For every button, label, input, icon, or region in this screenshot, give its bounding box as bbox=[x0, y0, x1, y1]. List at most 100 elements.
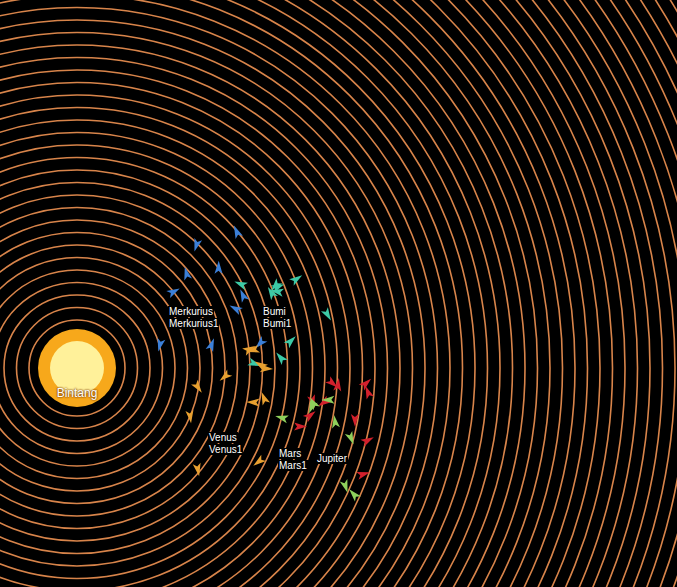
agent-triangle bbox=[242, 342, 257, 355]
orbit-ring bbox=[0, 0, 538, 587]
agent-triangle bbox=[185, 410, 195, 424]
orbit-ring bbox=[0, 120, 325, 587]
agent-triangle bbox=[206, 337, 218, 352]
agent-triangle bbox=[321, 307, 334, 322]
agent-triangle bbox=[273, 350, 288, 365]
orbit-ring bbox=[0, 0, 575, 587]
planet-label: Bumi bbox=[262, 306, 287, 317]
agent-triangle bbox=[260, 364, 274, 373]
agent-triangle bbox=[214, 261, 222, 274]
orbit-ring bbox=[0, 70, 375, 587]
orbit-ring bbox=[0, 83, 363, 587]
agent-triangle bbox=[230, 224, 243, 239]
orbit-ring bbox=[0, 245, 200, 491]
orbit-ring bbox=[0, 133, 313, 587]
orbit-ring bbox=[29, 320, 125, 416]
orbit-ring bbox=[4, 295, 150, 441]
agent-triangle bbox=[191, 238, 202, 253]
orbit-ring bbox=[0, 0, 613, 587]
orbit-ring bbox=[0, 0, 488, 587]
orbit-ring bbox=[0, 233, 213, 504]
planet-label: Merkurius1 bbox=[168, 318, 219, 329]
agent-triangle bbox=[362, 384, 374, 399]
orbit-ring bbox=[0, 0, 475, 587]
agent-triangle bbox=[246, 398, 259, 406]
orbit-ring bbox=[0, 0, 600, 587]
agent-triangle bbox=[251, 455, 266, 469]
orbit-ring bbox=[0, 0, 588, 587]
planet-label: Venus1 bbox=[208, 444, 243, 455]
agent-triangle bbox=[258, 391, 270, 406]
orbit-ring bbox=[0, 0, 525, 587]
agent-triangle bbox=[351, 414, 359, 427]
orbit-ring bbox=[0, 0, 500, 587]
agent-triangle bbox=[294, 422, 307, 430]
orbit-ring bbox=[0, 45, 400, 587]
orbit-ring bbox=[0, 95, 350, 587]
orbit-ring bbox=[0, 195, 250, 541]
orbit-ring bbox=[0, 0, 650, 587]
agent-triangle bbox=[217, 369, 232, 383]
agent-triangle bbox=[270, 286, 284, 296]
agent-triangle bbox=[228, 302, 243, 315]
orbit-ring bbox=[0, 270, 175, 466]
planet-label: Mars1 bbox=[278, 460, 308, 471]
agent-triangle bbox=[330, 414, 340, 428]
agent-triangle bbox=[289, 272, 304, 286]
agent-triangle bbox=[166, 285, 181, 298]
orbit-ring bbox=[0, 108, 338, 587]
agent-triangle bbox=[356, 469, 371, 480]
agent-triangle bbox=[346, 487, 361, 502]
orbit-ring bbox=[0, 0, 513, 587]
orbit-ring bbox=[0, 170, 275, 566]
agent-triangle bbox=[237, 288, 250, 303]
orbit-ring bbox=[0, 258, 188, 479]
planet-label: Bumi1 bbox=[262, 318, 292, 329]
orbit-ring bbox=[0, 0, 563, 587]
agent-triangle bbox=[360, 434, 375, 447]
orbit-ring bbox=[0, 20, 425, 587]
orbit-ring bbox=[0, 283, 163, 454]
orbit-ring bbox=[17, 308, 138, 429]
planet-label: Merkurius bbox=[168, 306, 214, 317]
orbit-ring bbox=[0, 208, 238, 529]
orbit-ring bbox=[0, 8, 438, 587]
agent-triangle bbox=[321, 396, 334, 404]
agent-triangle bbox=[274, 412, 289, 423]
agent-triangle bbox=[154, 338, 165, 353]
orbit-ring bbox=[0, 58, 388, 587]
orbit-ring bbox=[0, 0, 663, 587]
star-label: Bintang bbox=[57, 386, 98, 400]
star-node: Bintang bbox=[37, 328, 117, 408]
agent-triangle bbox=[345, 431, 357, 446]
agent-triangle bbox=[181, 266, 192, 281]
orbit-ring bbox=[0, 0, 638, 587]
orbit-ring bbox=[0, 0, 550, 587]
agent-triangle bbox=[193, 463, 203, 477]
agent-triangle bbox=[359, 376, 374, 391]
planet-label: Jupiter bbox=[316, 453, 348, 464]
planet-label: Venus bbox=[208, 432, 238, 443]
orbit-ring bbox=[0, 183, 263, 554]
orbit-ring bbox=[0, 0, 450, 587]
agent-triangle bbox=[340, 479, 352, 494]
agent-triangle bbox=[306, 395, 320, 410]
